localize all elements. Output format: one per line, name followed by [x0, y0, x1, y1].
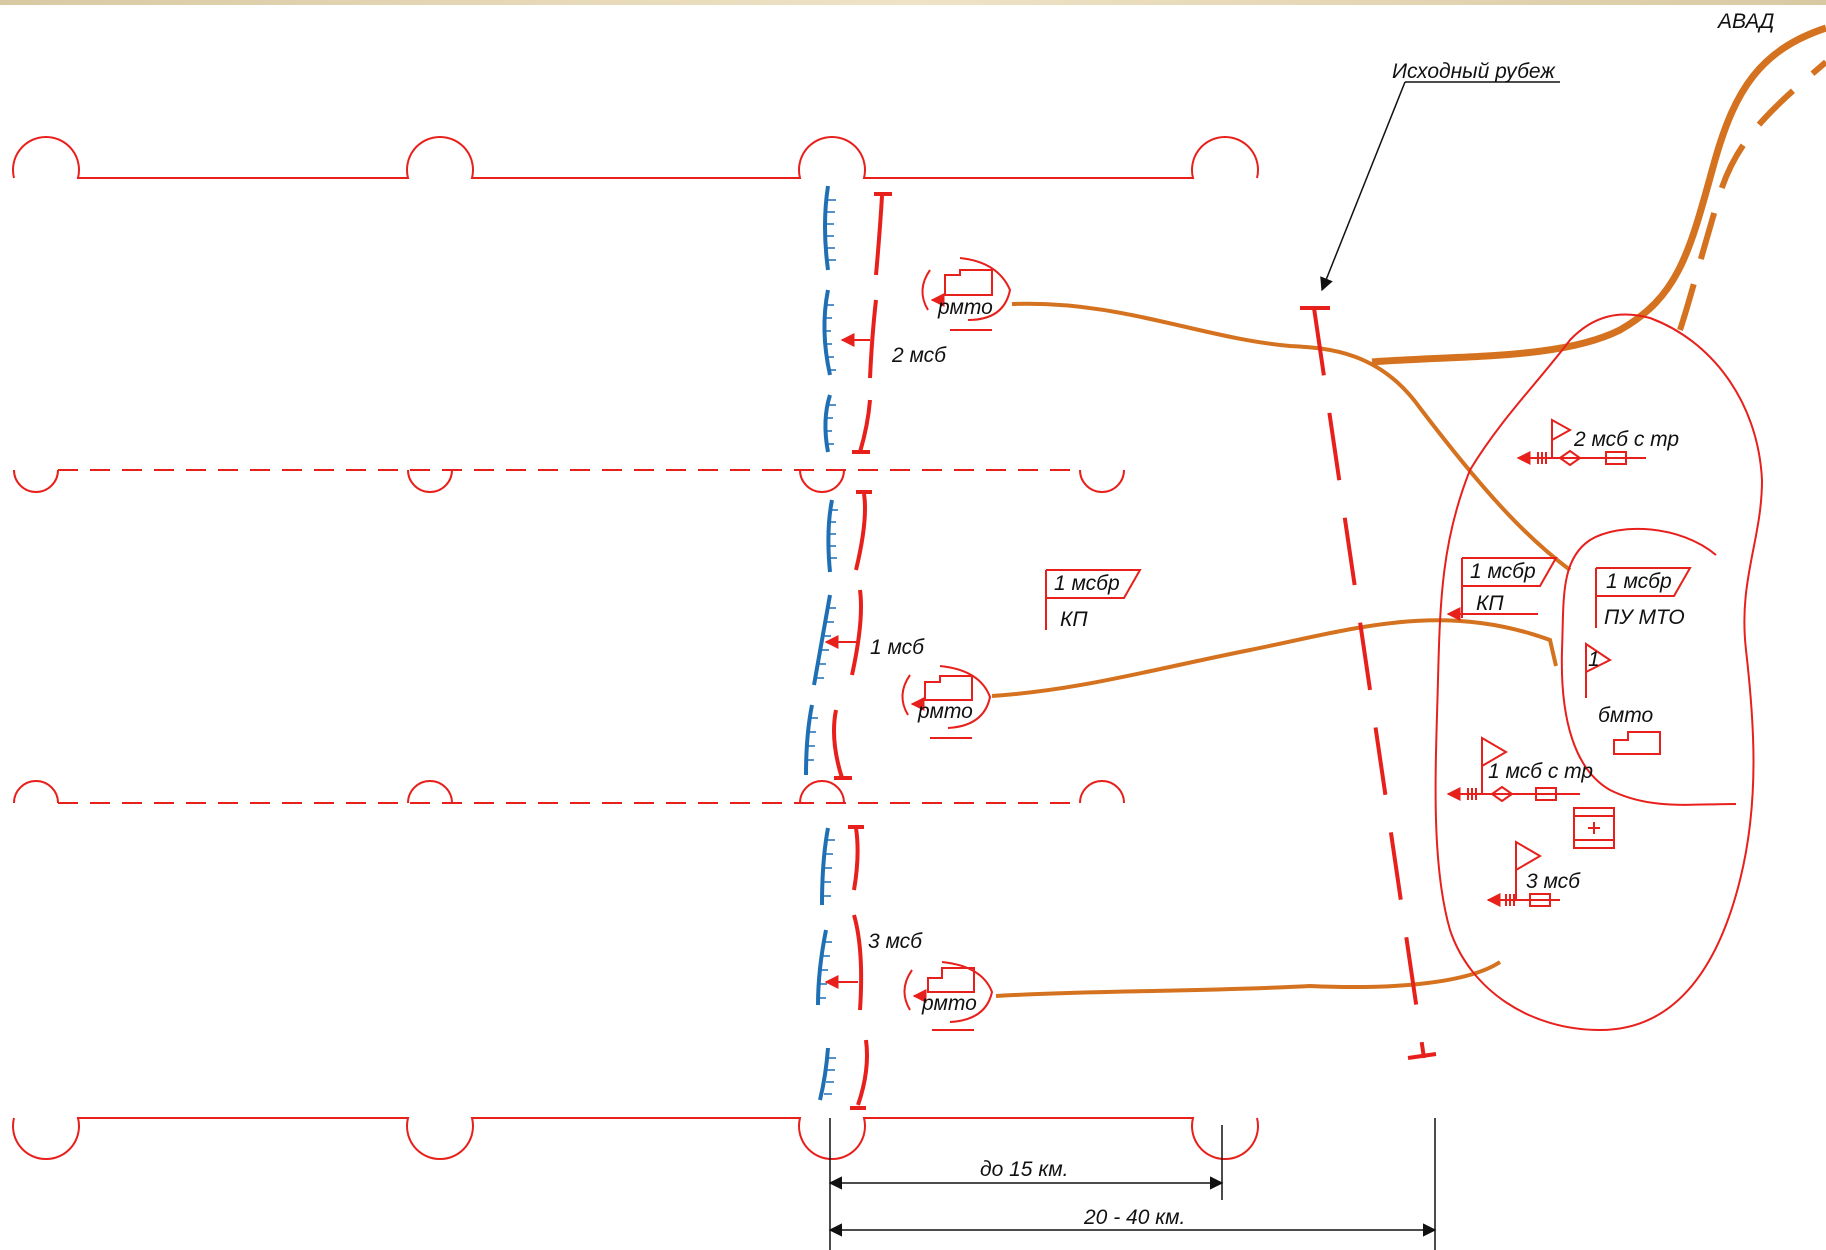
- enemy-front-line: [804, 185, 834, 1101]
- boundary-bottom: [12, 1117, 1259, 1161]
- enemy-front-ticks: [806, 199, 838, 1095]
- boundary-middle-2: [13, 780, 1125, 804]
- rmto-1: рмто: [901, 665, 992, 739]
- bn3-column: 3 мсб: [1486, 840, 1581, 907]
- pu-mto: 1 мсбр ПУ МТО: [1595, 567, 1692, 629]
- svg-text:1 мсбр: 1 мсбр: [1054, 572, 1120, 595]
- svg-text:КП: КП: [1060, 608, 1088, 631]
- svg-text:1 мсбр: 1 мсбр: [1606, 570, 1672, 593]
- assembly-area: [1434, 313, 1764, 1032]
- flag-1: 1: [1585, 642, 1612, 698]
- bn3-label: 3 мсб: [868, 930, 923, 953]
- bmto-box: [1613, 731, 1661, 755]
- dist-15-label: до 15 км.: [980, 1158, 1068, 1181]
- rmto-2: рмто: [921, 257, 1012, 331]
- medical-cross-icon: [1573, 807, 1615, 849]
- start-line-pointer: [1320, 81, 1406, 292]
- top-border: [0, 0, 1826, 5]
- bn1-column: 1 мсб с тр: [1446, 736, 1593, 803]
- avad-label: АВАД: [1716, 10, 1775, 33]
- svg-text:1 мсб с тр: 1 мсб с тр: [1488, 760, 1593, 783]
- battalion-attack-arrows: [824, 333, 870, 989]
- svg-text:ПУ МТО: ПУ МТО: [1604, 606, 1685, 629]
- rear-area: [1560, 527, 1737, 806]
- svg-text:3 мсб: 3 мсб: [1526, 870, 1581, 893]
- brigade-cp-2: 1 мсбр КП: [1446, 557, 1558, 621]
- start-line: [1300, 306, 1437, 1060]
- bn2-column: 2 мсб с тр: [1516, 418, 1679, 467]
- rmto-2-label: рмто: [937, 296, 993, 319]
- rmto-3: рмто: [903, 961, 994, 1031]
- distance-dimensions: [828, 1118, 1437, 1250]
- dist-20-40-label: 20 - 40 км.: [1083, 1206, 1185, 1229]
- svg-text:1 мсбр: 1 мсбр: [1470, 560, 1536, 583]
- bn2-label: 2 мсб: [891, 344, 947, 367]
- bn1-label: 1 мсб: [870, 636, 925, 659]
- svg-text:2 мсб с тр: 2 мсб с тр: [1573, 428, 1679, 451]
- boundary-middle-1: [13, 469, 1125, 493]
- supply-routes: [991, 24, 1826, 998]
- svg-text:КП: КП: [1476, 592, 1504, 615]
- boundary-top: [12, 135, 1259, 179]
- svg-text:1: 1: [1588, 648, 1600, 671]
- rmto-3-label: рмто: [921, 992, 977, 1015]
- bmto-label: бмто: [1598, 704, 1653, 727]
- start-line-label: Исходный рубеж: [1392, 60, 1556, 83]
- brigade-cp: 1 мсбр КП: [1045, 569, 1142, 631]
- rmto-1-label: рмто: [917, 700, 973, 723]
- own-front-lines: [832, 192, 892, 1110]
